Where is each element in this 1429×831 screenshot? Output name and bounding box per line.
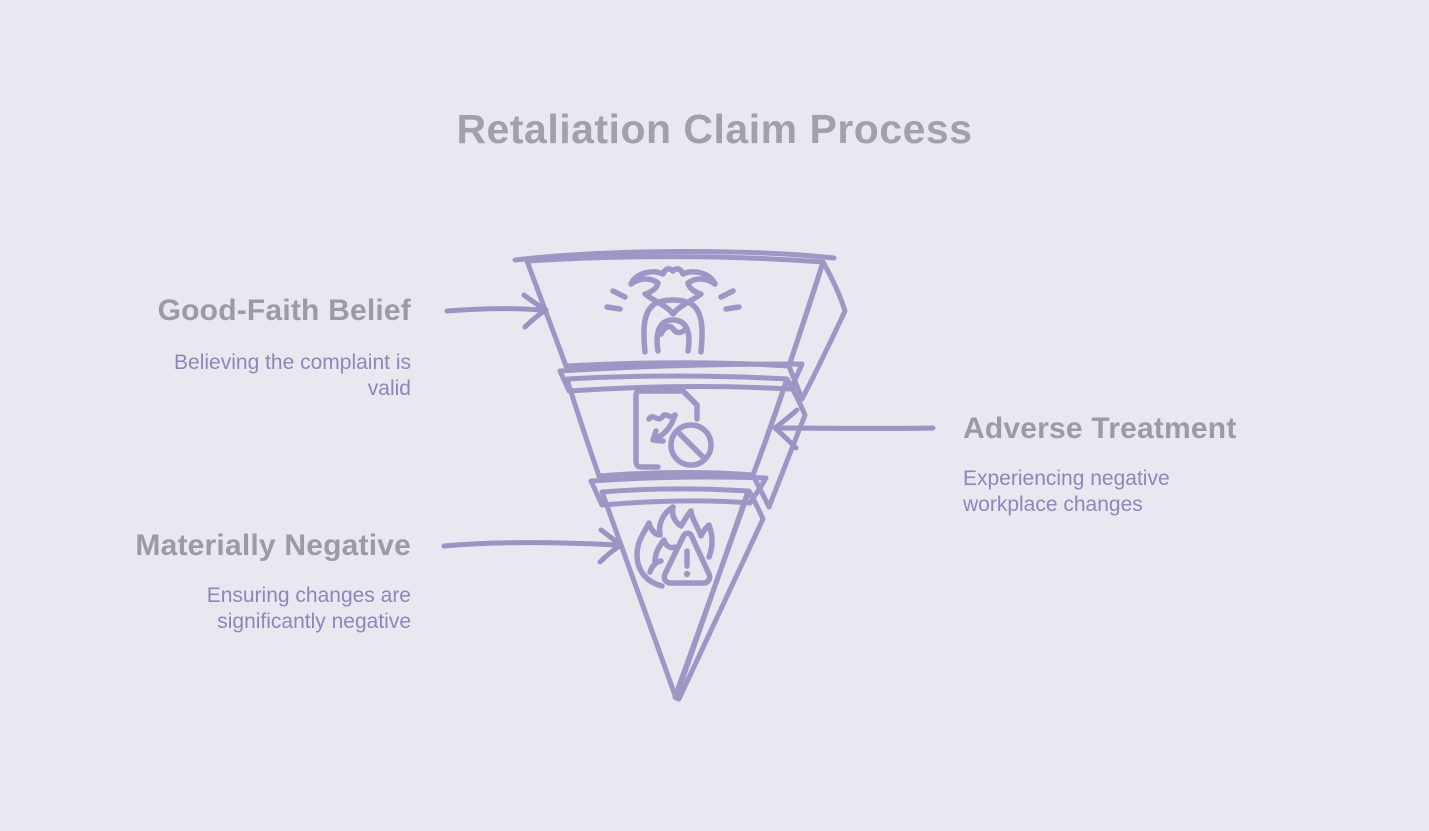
stage-label-adverse-treatment: Adverse Treatment (963, 412, 1293, 446)
stage-bottom-rim (588, 474, 769, 508)
stage-middle-rim (557, 361, 805, 394)
stage-middle-front-face (564, 373, 790, 479)
flame-warning-icon (634, 504, 715, 589)
stage-description-text: Believing the complaint is valid (174, 351, 411, 400)
stage-top-front-face (524, 254, 826, 369)
stage-description-good-faith-belief: Believing the complaint is valid (141, 350, 411, 402)
funnel-stage-middle (557, 361, 808, 510)
stage-description-text: Ensuring changes are significantly negat… (206, 584, 411, 633)
stage-title: Materially Negative (135, 529, 411, 562)
arrow-good-faith-belief (444, 292, 549, 330)
declining-report-prohibited-icon (633, 388, 714, 470)
funnel-stage-bottom (588, 474, 769, 702)
arrow-materially-negative (441, 527, 624, 565)
stage-bottom-front-face (599, 486, 751, 701)
person-with-dove-icon (604, 266, 742, 355)
stage-label-materially-negative: Materially Negative (0, 529, 411, 563)
stage-title: Adverse Treatment (963, 412, 1237, 445)
arrow-adverse-treatment (772, 407, 936, 451)
stage-description-text: Experiencing negative workplace changes (963, 467, 1170, 516)
stage-description-adverse-treatment: Experiencing negative workplace changes (963, 466, 1203, 518)
stage-description-materially-negative: Ensuring changes are significantly negat… (181, 583, 411, 635)
page-title: Retaliation Claim Process (456, 106, 973, 152)
stage-title: Good-Faith Belief (157, 294, 411, 327)
funnel-stage-top (512, 249, 848, 402)
stage-top-overshoot-stroke (512, 249, 837, 263)
stage-label-good-faith-belief: Good-Faith Belief (0, 294, 411, 328)
